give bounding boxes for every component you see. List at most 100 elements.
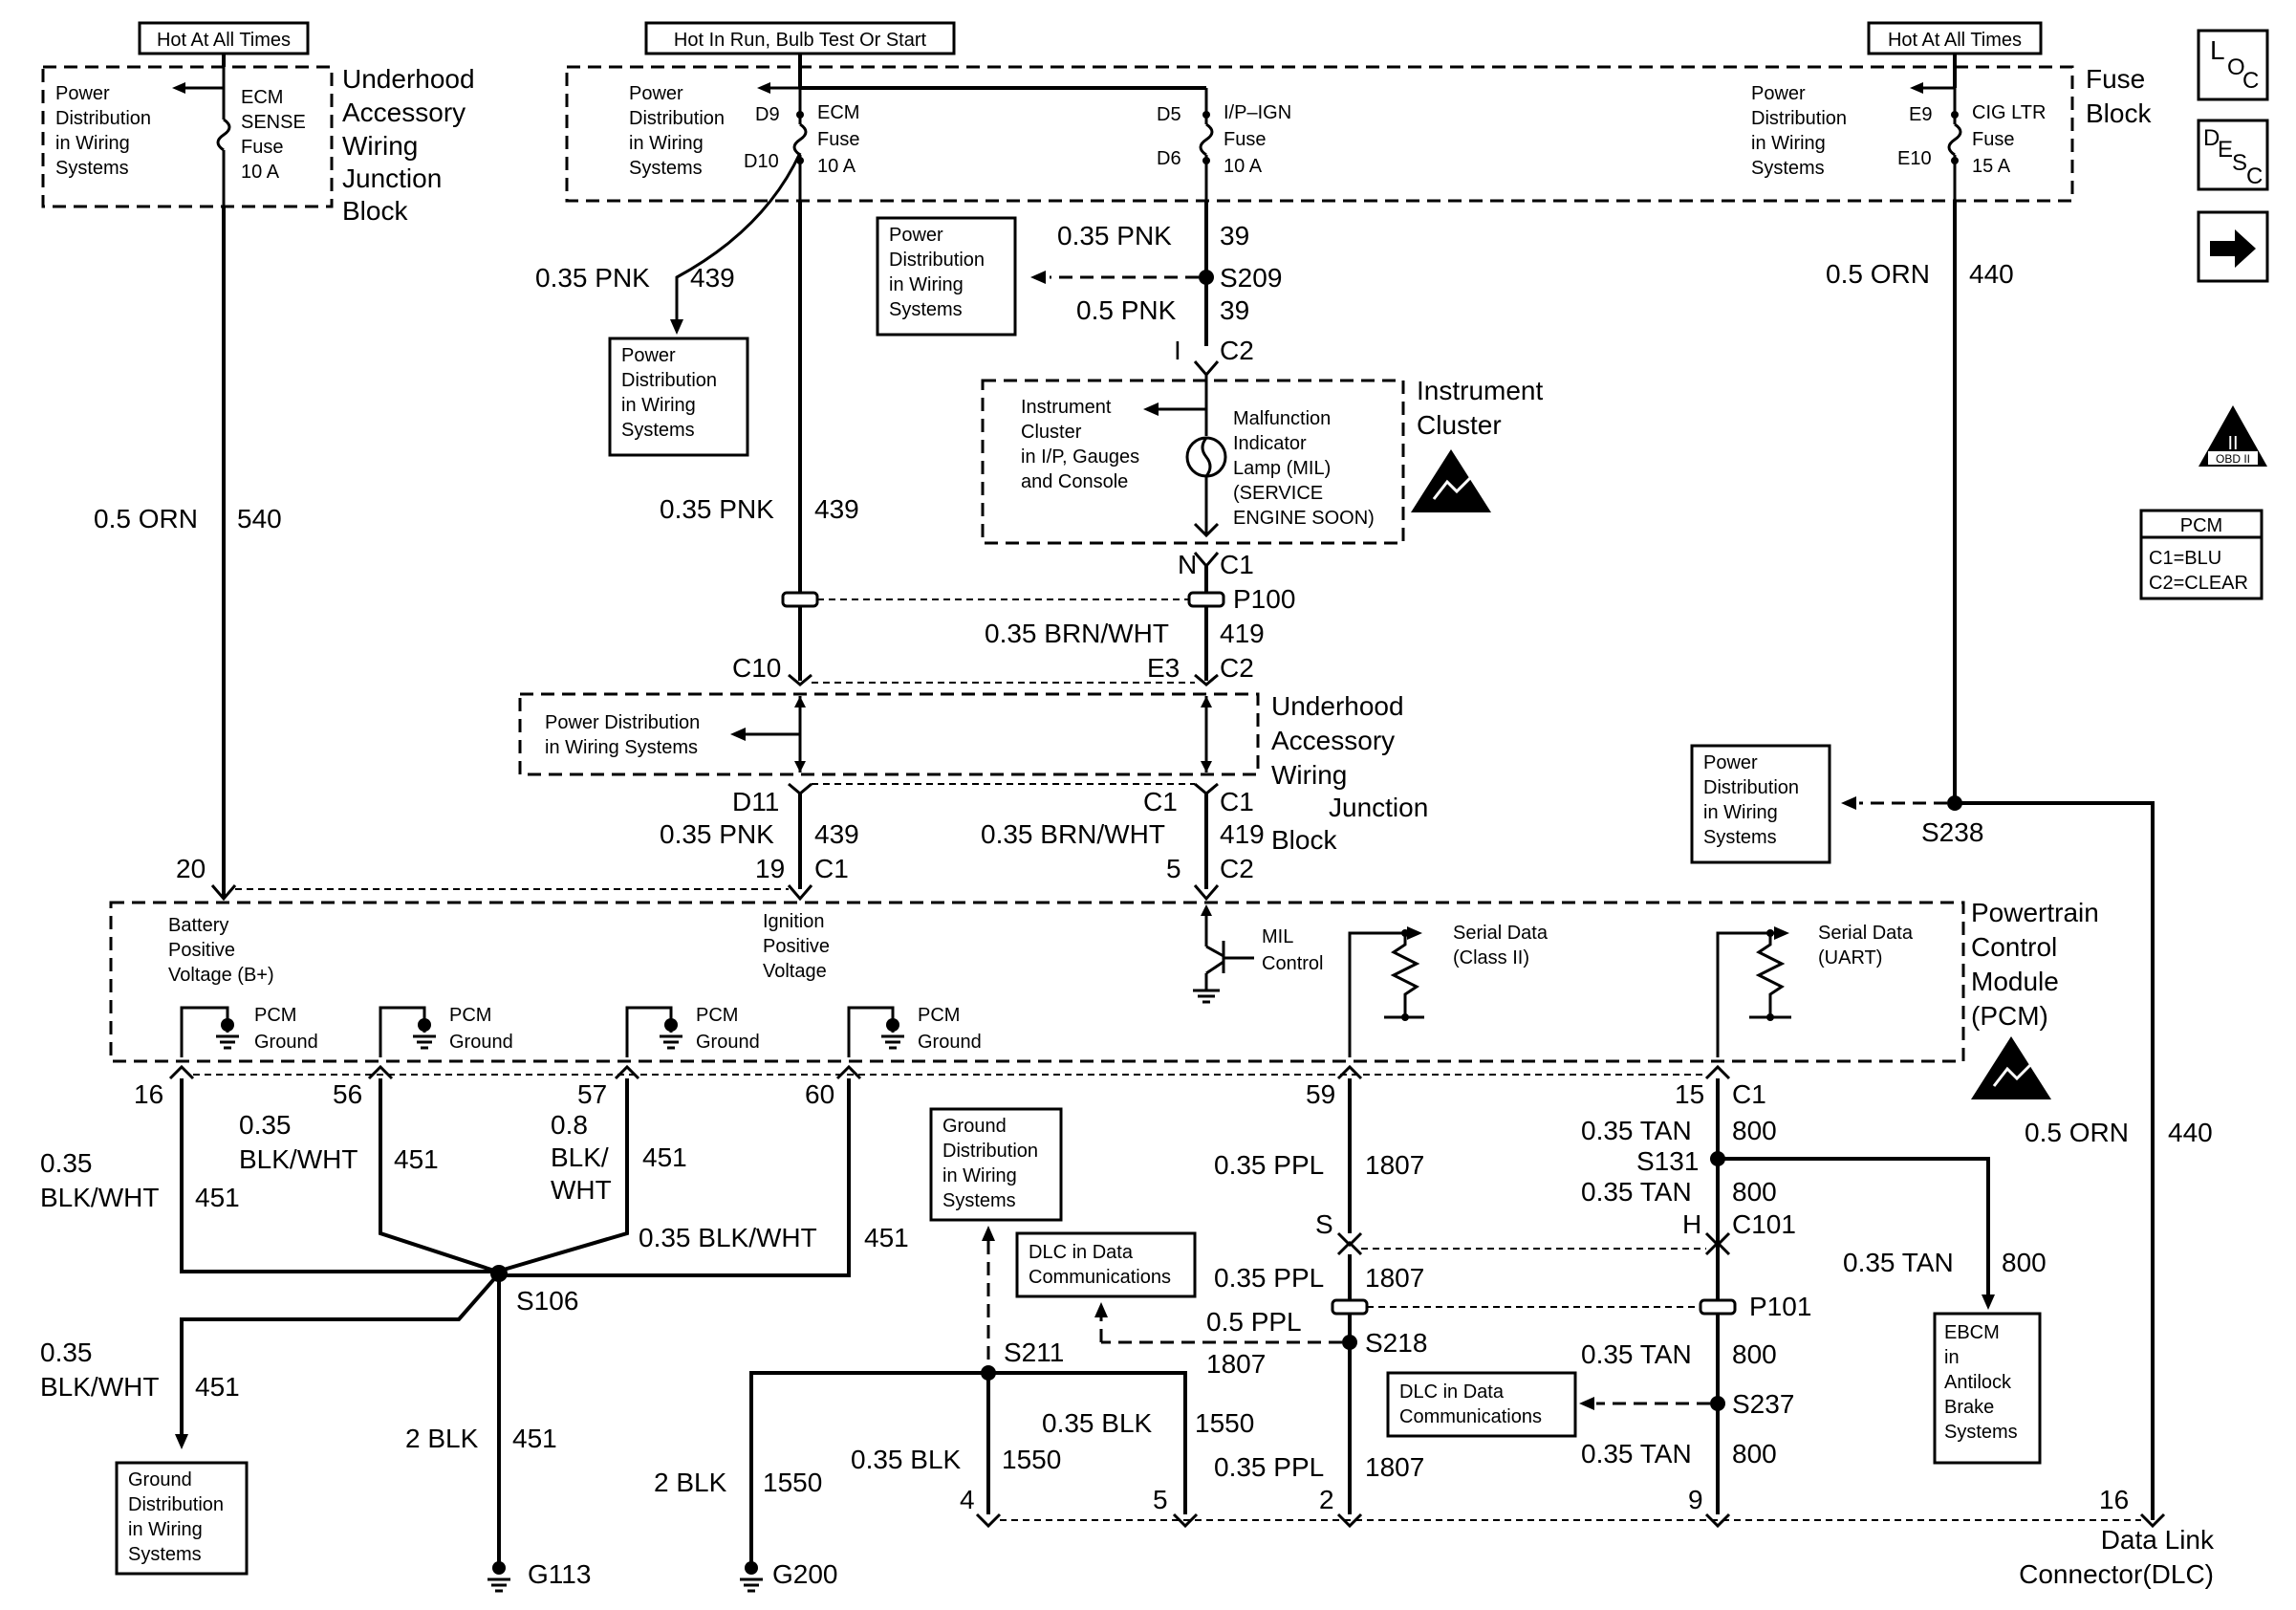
gd-ref-box-s211[interactable] [929,1107,1063,1222]
wire-451-to-gd [180,1272,501,1438]
svg-text:16: 16 [2099,1485,2129,1514]
svg-text:C1: C1 [814,854,849,883]
svg-text:Distribution: Distribution [942,1141,1038,1162]
svg-text:0.35: 0.35 [40,1148,93,1178]
svg-text:0.35 PPL: 0.35 PPL [1214,1263,1324,1293]
pd-ref-box-439[interactable] [608,337,749,457]
svg-text:2 BLK: 2 BLK [654,1468,727,1497]
gd-ref-box-s106[interactable] [115,1461,249,1576]
svg-text:Connector(DLC): Connector(DLC) [2019,1559,2214,1589]
instrument-cluster-title: Instrument [1417,376,1543,405]
svg-text:Block: Block [1271,825,1337,855]
svg-text:Communications: Communications [1029,1267,1171,1288]
splice-s218 [1342,1335,1357,1350]
svg-text:in I/P, Gauges: in I/P, Gauges [1021,446,1139,468]
svg-text:0.35 TAN: 0.35 TAN [1581,1339,1692,1369]
svg-text:Junction: Junction [1329,793,1428,822]
svg-text:1550: 1550 [763,1468,822,1497]
pcm-ground-4: PCM Ground [847,1005,982,1057]
p101-grommet-left [1331,1298,1369,1316]
svg-text:1550: 1550 [1195,1408,1254,1438]
svg-text:0.35 TAN: 0.35 TAN [1581,1439,1692,1469]
svg-text:S211: S211 [1004,1338,1064,1367]
svg-text:BLK/: BLK/ [551,1142,609,1172]
svg-text:451: 451 [512,1424,557,1453]
svg-text:451: 451 [394,1144,439,1174]
svg-text:Positive: Positive [763,936,830,957]
svg-text:C: C [2246,163,2263,189]
svg-text:in Wiring: in Wiring [1751,133,1826,154]
svg-text:Ground: Ground [449,1032,513,1053]
svg-text:DLC in Data: DLC in Data [1029,1242,1134,1263]
description-icon[interactable] [2197,119,2269,191]
splice-s209 [1199,270,1214,285]
dlc-comm-ref-box-s237[interactable] [1386,1371,1577,1438]
svg-text:DLC in Data: DLC in Data [1399,1382,1505,1403]
svg-text:C2: C2 [1220,653,1254,683]
svg-text:C10: C10 [732,653,781,683]
svg-text:EBCM: EBCM [1944,1322,2000,1343]
pd-ref-box-s209[interactable] [876,216,1017,337]
svg-text:II: II [2227,433,2238,454]
pd-ref-cig-1: Power [1751,83,1806,104]
svg-text:BLK/WHT: BLK/WHT [40,1372,159,1402]
p101-grommet-right [1699,1298,1737,1316]
pd-ref-box-s238[interactable] [1690,744,1831,864]
pcm-legend-c2: C2=CLEAR [2149,573,2248,594]
svg-text:PCM: PCM [696,1005,738,1026]
svg-text:0.5 ORN: 0.5 ORN [94,504,198,533]
svg-text:S: S [1315,1209,1333,1239]
cig-ltr-fuse-icon [1947,122,1962,157]
svg-text:C2: C2 [1220,336,1254,365]
svg-text:L: L [2210,35,2225,65]
svg-text:D11: D11 [732,787,779,816]
dlc-title: Data Link [2101,1525,2215,1555]
svg-text:Power: Power [889,225,943,246]
svg-text:439: 439 [690,263,735,293]
pcm-ign-label: Ignition [763,911,825,932]
svg-text:C1: C1 [1732,1079,1766,1109]
svg-text:Systems: Systems [1751,158,1825,179]
svg-text:O: O [2227,54,2245,80]
svg-text:BLK/WHT: BLK/WHT [239,1144,357,1174]
location-icon[interactable] [2197,29,2269,101]
svg-text:Cluster: Cluster [1021,422,1082,443]
svg-text:451: 451 [195,1183,240,1212]
svg-text:0.35 TAN: 0.35 TAN [1581,1116,1692,1145]
pcm-ground-2: PCM Ground [379,1005,513,1057]
svg-text:P100: P100 [1233,584,1295,614]
dlc-comm-ref-box-s218[interactable] [1015,1231,1197,1298]
ebcm-ref-box[interactable] [1933,1312,2042,1465]
wire-451-pin16 [180,1078,497,1273]
svg-text:60: 60 [805,1079,834,1109]
svg-text:1550: 1550 [1002,1445,1061,1474]
svg-text:Ground: Ground [942,1116,1007,1137]
svg-text:800: 800 [1732,1116,1777,1145]
svg-text:0.8: 0.8 [551,1110,588,1140]
svg-text:0.35 BRN/WHT: 0.35 BRN/WHT [981,819,1165,849]
pd-ref-fuse-block-1: Power [629,83,683,104]
wire-800-to-ebcm [1718,1157,1990,1296]
svg-text:800: 800 [1732,1439,1777,1469]
svg-text:451: 451 [864,1223,909,1252]
svg-text:Ground: Ground [696,1032,760,1053]
svg-text:Ground: Ground [918,1032,982,1053]
svg-text:in Wiring: in Wiring [621,395,696,416]
fuse-block-title: Fuse [2086,64,2145,94]
svg-text:Power: Power [1703,752,1758,773]
svg-text:Fuse: Fuse [817,129,859,150]
svg-text:S: S [2232,150,2247,176]
svg-text:440: 440 [1969,259,2014,289]
svg-text:Accessory: Accessory [1271,726,1395,755]
svg-text:0.35: 0.35 [40,1338,93,1367]
esd-sensitive-icon-pcm [1971,1036,2051,1099]
svg-text:OBD II: OBD II [2216,452,2250,466]
svg-text:S238: S238 [1921,817,1983,847]
ip-ign-fuse-label: I/P–IGN [1224,102,1291,123]
svg-text:D9: D9 [755,104,780,125]
svg-text:800: 800 [1732,1177,1777,1207]
svg-text:I: I [1174,336,1181,365]
svg-text:0.35 PNK: 0.35 PNK [660,819,774,849]
svg-text:0.35 TAN: 0.35 TAN [1581,1177,1692,1207]
pd-ref-mid: Power Distribution [545,712,700,733]
